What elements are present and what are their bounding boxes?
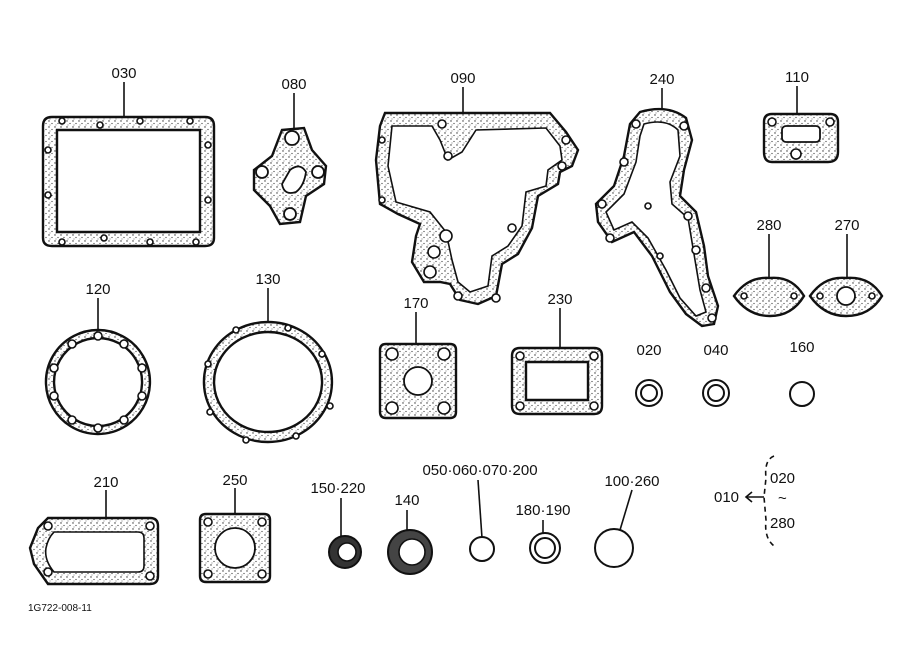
gasket-250: 250: [198, 472, 272, 584]
kit-range-from: 020: [770, 470, 795, 487]
gasket-280: 280: [732, 217, 806, 318]
gasket-230: 230: [510, 291, 604, 416]
seal-150-220: 150·220: [310, 480, 366, 569]
part-label-170: 170: [403, 295, 428, 312]
part-label-110: 110: [785, 69, 809, 86]
gasket-210: 210: [28, 474, 160, 586]
part-label-140: 140: [394, 492, 419, 509]
gasket-090: 090: [374, 70, 580, 306]
part-label-270: 270: [834, 217, 859, 234]
part-label-180-190: 180·190: [515, 502, 570, 519]
part-label-120: 120: [85, 281, 110, 298]
part-label-130: 130: [255, 271, 280, 288]
kit-bracket-010: 010 020 ~ 280: [714, 455, 795, 547]
gasket-020: 020: [635, 342, 663, 407]
part-label-280: 280: [756, 217, 781, 234]
part-label-210: 210: [93, 474, 118, 491]
gasket-170: 170: [378, 295, 458, 420]
diagram-code: 1G722-008-11: [28, 603, 92, 614]
gasket-130: 130: [202, 271, 334, 444]
part-label-080: 080: [281, 76, 306, 93]
part-label-160: 160: [789, 339, 814, 356]
gasket-120: 120: [44, 281, 152, 436]
gasket-030: 030: [41, 65, 216, 248]
gasket-080: 080: [252, 76, 328, 226]
part-label-020: 020: [636, 342, 661, 359]
oring-100-260: 100·260: [594, 473, 660, 568]
gasket-110: 110: [762, 69, 840, 164]
oring-050-200: 050·060·070·200: [422, 462, 538, 562]
gasket-240: 240: [594, 71, 720, 328]
kit-label-010: 010: [714, 489, 739, 506]
part-label-150-220: 150·220: [310, 480, 365, 497]
gasket-160: 160: [789, 339, 815, 407]
part-label-040: 040: [703, 342, 728, 359]
part-label-100-260: 100·260: [604, 473, 659, 490]
ring-180-190: 180·190: [515, 502, 571, 564]
gasket-270: 270: [808, 217, 884, 318]
part-label-090: 090: [450, 70, 475, 87]
seal-140: 140: [387, 492, 433, 575]
kit-range-tilde: ~: [778, 490, 787, 507]
part-label-240: 240: [649, 71, 674, 88]
part-label-230: 230: [547, 291, 572, 308]
part-label-050-200: 050·060·070·200: [422, 462, 537, 479]
gasket-040: 040: [702, 342, 730, 407]
kit-range-to: 280: [770, 515, 795, 532]
part-label-030: 030: [111, 65, 136, 82]
part-label-250: 250: [222, 472, 247, 489]
